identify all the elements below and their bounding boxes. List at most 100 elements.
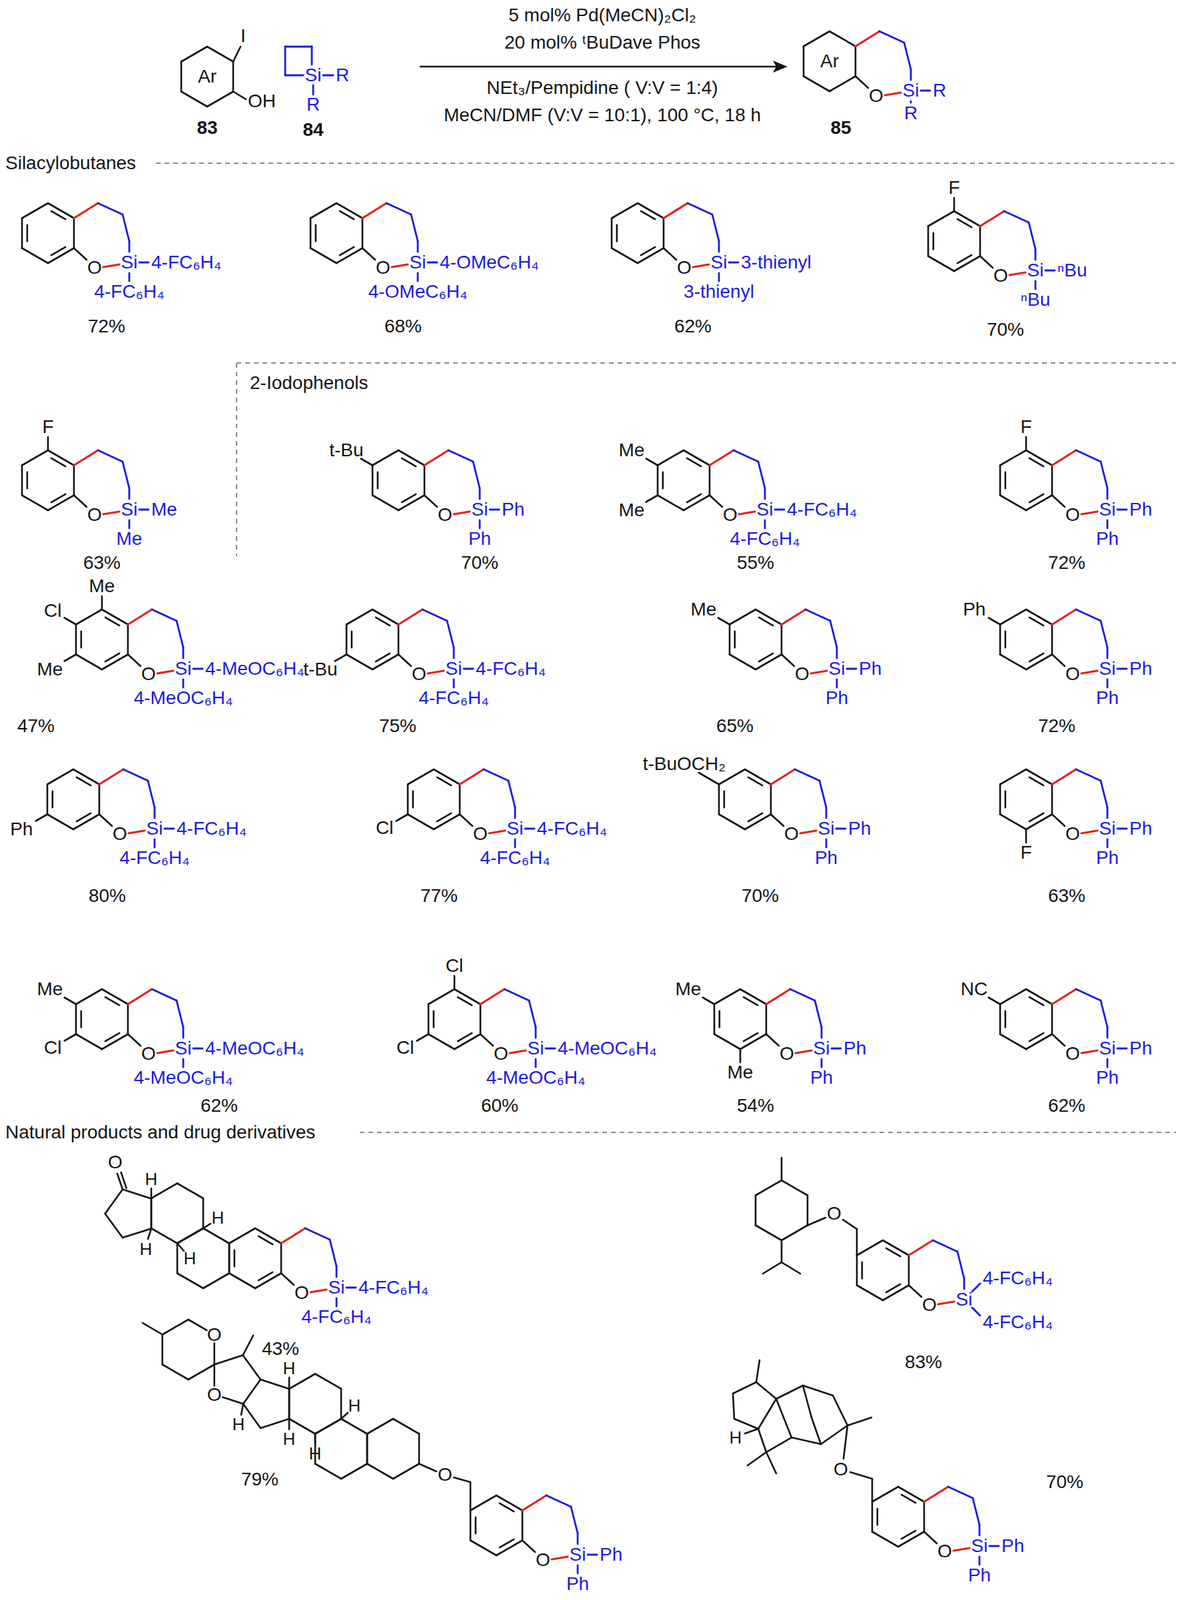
bond	[182, 647, 185, 659]
bond	[128, 520, 131, 529]
bond	[366, 1434, 369, 1465]
bond	[73, 248, 87, 261]
bond	[932, 233, 935, 250]
bond	[424, 495, 438, 508]
silicon-substituent: 4-OMeC₆H₄	[439, 253, 540, 272]
bond	[51, 494, 66, 503]
bond	[738, 511, 755, 515]
bond	[51, 458, 66, 467]
bond	[988, 618, 1001, 625]
bond	[972, 1498, 980, 1526]
oxygen-label: O	[207, 1385, 222, 1405]
silicon-label: Si	[146, 819, 164, 839]
section-heading: Natural products and drug derivatives	[5, 1123, 316, 1143]
bond	[75, 989, 102, 1005]
bond	[514, 807, 517, 819]
bond	[153, 839, 156, 848]
bond	[393, 1419, 420, 1435]
bond	[243, 1335, 254, 1356]
silicon-substituent: Ph	[810, 1068, 833, 1088]
bond	[963, 1278, 966, 1290]
bond	[157, 1050, 174, 1054]
hydrogen-label: H	[283, 1430, 296, 1448]
bond	[51, 247, 66, 256]
silicon-substituent: 4-FC₆H₄	[418, 688, 489, 708]
bond	[718, 784, 721, 815]
oxygen-label: O	[922, 1295, 937, 1315]
bond	[733, 450, 759, 462]
silicon-label: Si	[121, 253, 138, 272]
bond	[529, 1000, 536, 1028]
silicon-substituent: Me	[116, 529, 143, 549]
silicon-substituent: 4-MeOC₆H₄	[133, 688, 234, 708]
bond	[1081, 511, 1098, 515]
bond	[805, 609, 831, 621]
bond	[97, 450, 123, 462]
bond	[75, 624, 78, 655]
silicon-substituent: 4-FC₆H₄	[358, 1278, 429, 1298]
silicon-label: Si	[1099, 659, 1117, 679]
silicon-substituent: 4-FC₆H₄	[537, 819, 607, 839]
bond	[734, 631, 737, 648]
bond	[480, 1034, 494, 1047]
bond	[105, 997, 120, 1006]
bond	[339, 247, 354, 256]
bond	[453, 1477, 471, 1483]
bond	[781, 609, 806, 625]
oxygen-label: O	[375, 258, 391, 278]
bond	[989, 1545, 999, 1548]
yield-label: 54%	[736, 1096, 775, 1116]
bond	[656, 465, 659, 496]
bond	[51, 791, 54, 808]
bond	[459, 769, 484, 785]
bond	[743, 997, 758, 1006]
bond	[122, 1189, 152, 1200]
bond	[335, 1266, 338, 1278]
bond	[855, 76, 869, 89]
bond	[842, 1219, 857, 1230]
silicon-label: Si	[328, 1278, 346, 1298]
bond	[401, 494, 416, 503]
bond	[825, 807, 828, 819]
bond	[1000, 814, 1027, 831]
silicon-label: Si	[409, 253, 427, 272]
bond	[709, 450, 734, 466]
bond	[99, 814, 112, 827]
bond	[463, 668, 474, 671]
bond	[193, 1048, 203, 1051]
hydrogen-label: H	[348, 1397, 362, 1415]
bond	[483, 769, 509, 781]
bond	[747, 1452, 767, 1466]
oxygen-label: O	[1065, 1044, 1081, 1064]
bond	[744, 1429, 759, 1434]
bond	[177, 1243, 184, 1252]
bond	[315, 1419, 342, 1435]
silicon-substituent: Ph	[501, 500, 525, 520]
oxygen-label: O	[207, 1325, 222, 1345]
silicon-substituent: 4-MeOC₆H₄	[133, 1068, 234, 1088]
bond	[127, 989, 152, 1005]
bond	[831, 1048, 841, 1051]
bond	[850, 1472, 873, 1480]
silicon-substituent: Ph	[1096, 529, 1119, 549]
bond	[871, 1479, 874, 1503]
silicon-substituent: Ph	[858, 659, 882, 679]
bond	[836, 828, 846, 831]
bond	[1100, 461, 1108, 489]
bond	[795, 1050, 812, 1054]
bond	[427, 670, 444, 674]
bond	[139, 261, 149, 264]
bond	[957, 255, 972, 264]
bond	[105, 653, 120, 662]
bond	[980, 211, 1005, 227]
bond	[758, 653, 773, 662]
bond	[469, 1482, 472, 1512]
bond	[312, 85, 315, 95]
bond	[1045, 269, 1055, 272]
bond	[712, 214, 719, 242]
silicon-substituent: 4-FC₆H₄	[729, 529, 800, 549]
oxygen-label: O	[411, 664, 427, 684]
bond	[407, 814, 434, 831]
bond	[718, 273, 721, 282]
